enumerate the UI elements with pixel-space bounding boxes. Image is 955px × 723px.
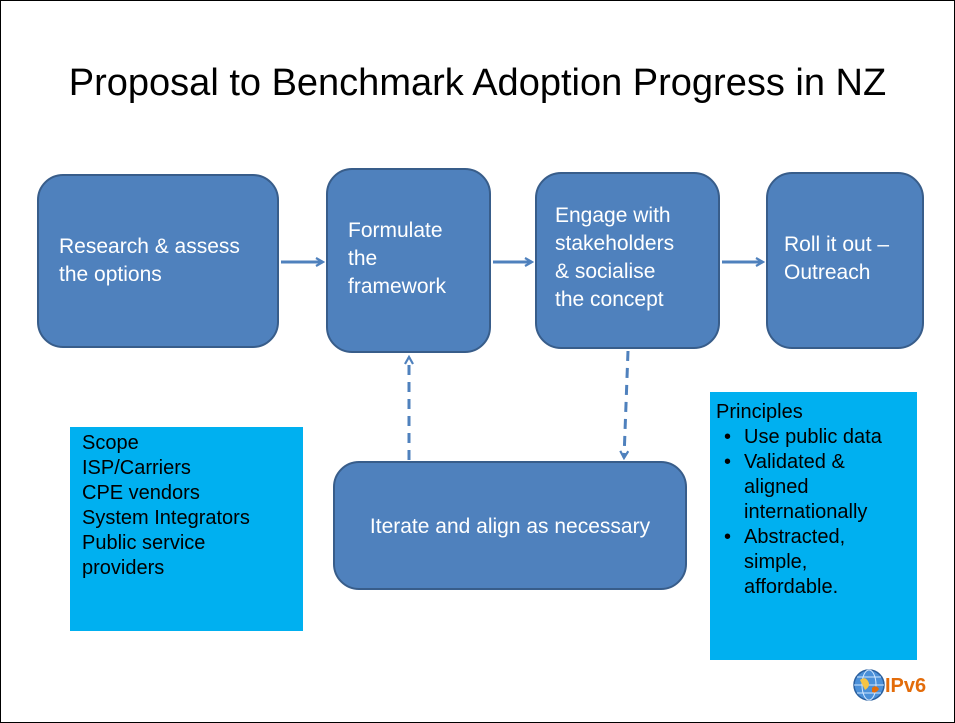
scope-callout: Scope ISP/Carriers CPE vendors System In… (70, 427, 303, 631)
step-formulate: Formulate the framework (326, 168, 491, 353)
principles-heading: Principles (716, 401, 803, 423)
step-formulate-line-2: the (348, 247, 378, 270)
step-engage-line-2: stakeholders (555, 232, 675, 255)
slide-title: Proposal to Benchmark Adoption Progress … (68, 62, 887, 104)
ipv6-logo-text: IPv6 (885, 675, 927, 697)
step-research: Research & assess the options (37, 174, 279, 348)
step-rollout-line-2: Outreach (784, 261, 871, 284)
scope-item: Public service (82, 532, 206, 554)
scope-item: ISP/Carriers (82, 457, 191, 479)
scope-item: CPE vendors (82, 482, 200, 504)
iterate-label: Iterate and align as necessary (369, 515, 651, 538)
principles-list: Use public data Validated & aligned inte… (716, 425, 917, 600)
step-formulate-line-3: framework (348, 275, 447, 298)
step-engage: Engage with stakeholders & socialise the… (535, 172, 720, 349)
principle-item: Validated & aligned internationally (716, 450, 917, 525)
step-engage-line-1: Engage with (555, 204, 671, 227)
iterate-box: Iterate and align as necessary (333, 461, 687, 590)
step-research-line-2: the options (59, 263, 162, 286)
step-engage-line-4: the concept (555, 288, 664, 311)
step-formulate-line-1: Formulate (348, 219, 443, 242)
principle-item: Use public data (716, 425, 917, 450)
step-research-line-1: Research & assess (59, 235, 240, 258)
scope-item: System Integrators (82, 507, 250, 529)
dashed-arrow-engage-to-iterate (624, 350, 630, 458)
principle-item: Abstracted, simple, affordable. (716, 525, 917, 600)
principles-callout: Principles Use public data Validated & a… (710, 392, 917, 660)
step-engage-line-3: & socialise (555, 260, 656, 283)
step-rollout-line-1: Roll it out – (784, 233, 890, 256)
scope-item: providers (82, 557, 165, 579)
step-rollout: Roll it out – Outreach (766, 172, 924, 349)
scope-heading: Scope (82, 432, 139, 454)
globe-icon (853, 669, 885, 701)
